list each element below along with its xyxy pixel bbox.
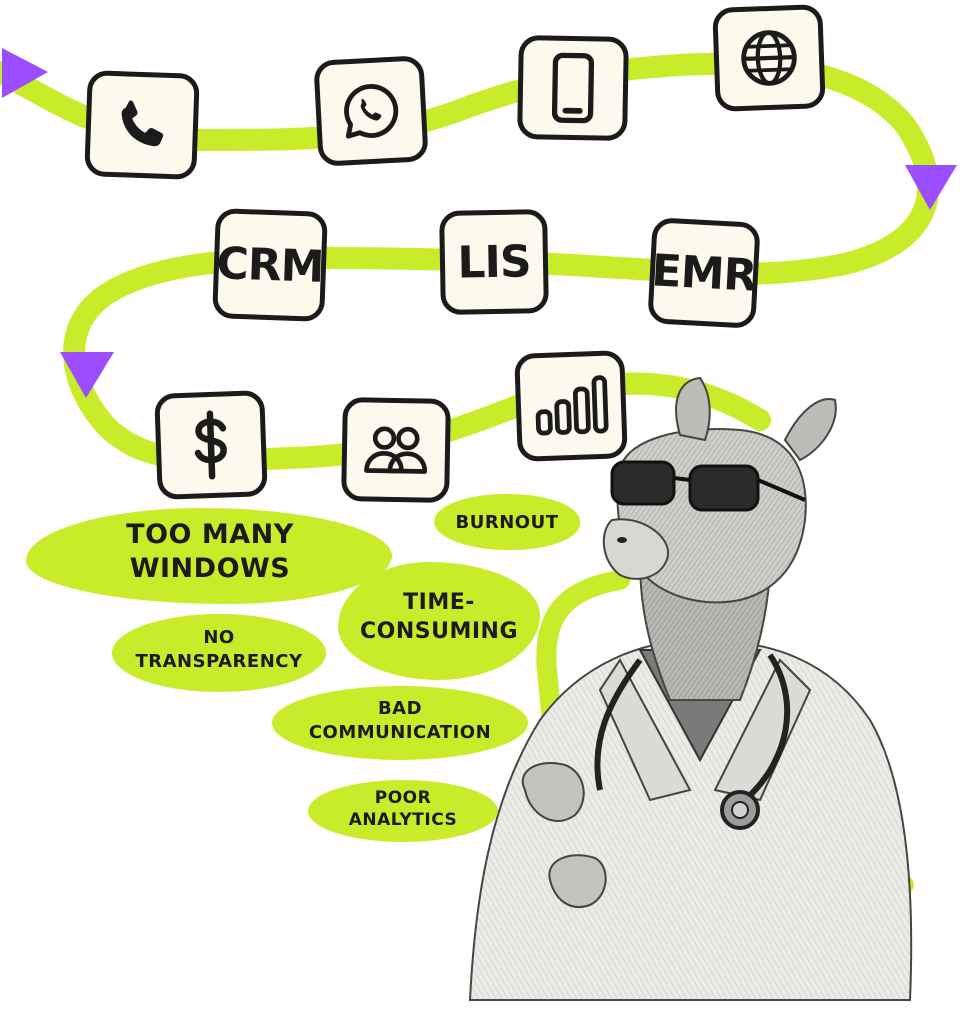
- lis-tile[interactable]: LIS: [439, 209, 549, 315]
- arrow-icon: [905, 165, 957, 210]
- whatsapp-tile[interactable]: [313, 55, 429, 167]
- emr-label: EMR: [650, 244, 758, 302]
- dollar-icon: [194, 410, 227, 480]
- lis-label: LIS: [456, 235, 531, 289]
- pain-too-many-windows: TOO MANY WINDOWS: [126, 519, 294, 584]
- smartphone-icon: [551, 52, 595, 124]
- pain-poor-analytics: POOR ANALYTICS: [348, 788, 458, 830]
- analytics-tile[interactable]: [514, 350, 628, 462]
- mobile-app-tile[interactable]: [517, 35, 629, 141]
- users-icon: [364, 426, 428, 474]
- pain-no-transparency: NO TRANSPARENCY: [135, 627, 303, 672]
- billing-tile[interactable]: [154, 390, 268, 500]
- whatsapp-icon: [344, 84, 399, 139]
- web-tile[interactable]: [712, 4, 826, 112]
- pain-blob-time-consuming: [338, 562, 540, 680]
- crm-label: CRM: [215, 237, 325, 293]
- bar-chart-icon: [535, 375, 609, 436]
- crm-tile[interactable]: CRM: [212, 208, 328, 322]
- phone-icon: [121, 100, 164, 147]
- pain-blob-burnout: [434, 494, 580, 550]
- pain-blob-bad-communication: [272, 686, 528, 760]
- emr-tile[interactable]: EMR: [647, 217, 761, 329]
- globe-icon: [741, 30, 797, 86]
- pain-blob-poor-analytics: [308, 780, 498, 842]
- pain-blob-too-many-windows: [26, 508, 392, 604]
- pain-time-consuming: TIME- CONSUMING: [359, 590, 519, 644]
- phone-tile[interactable]: [84, 70, 200, 180]
- pain-blob-no-transparency: [112, 614, 326, 692]
- pain-burnout: BURNOUT: [455, 512, 559, 533]
- pain-bad-communication: BAD COMMUNICATION: [308, 698, 492, 743]
- arrow-icon: [60, 352, 114, 398]
- team-tile[interactable]: [341, 397, 451, 503]
- arrow-icon: [2, 48, 48, 98]
